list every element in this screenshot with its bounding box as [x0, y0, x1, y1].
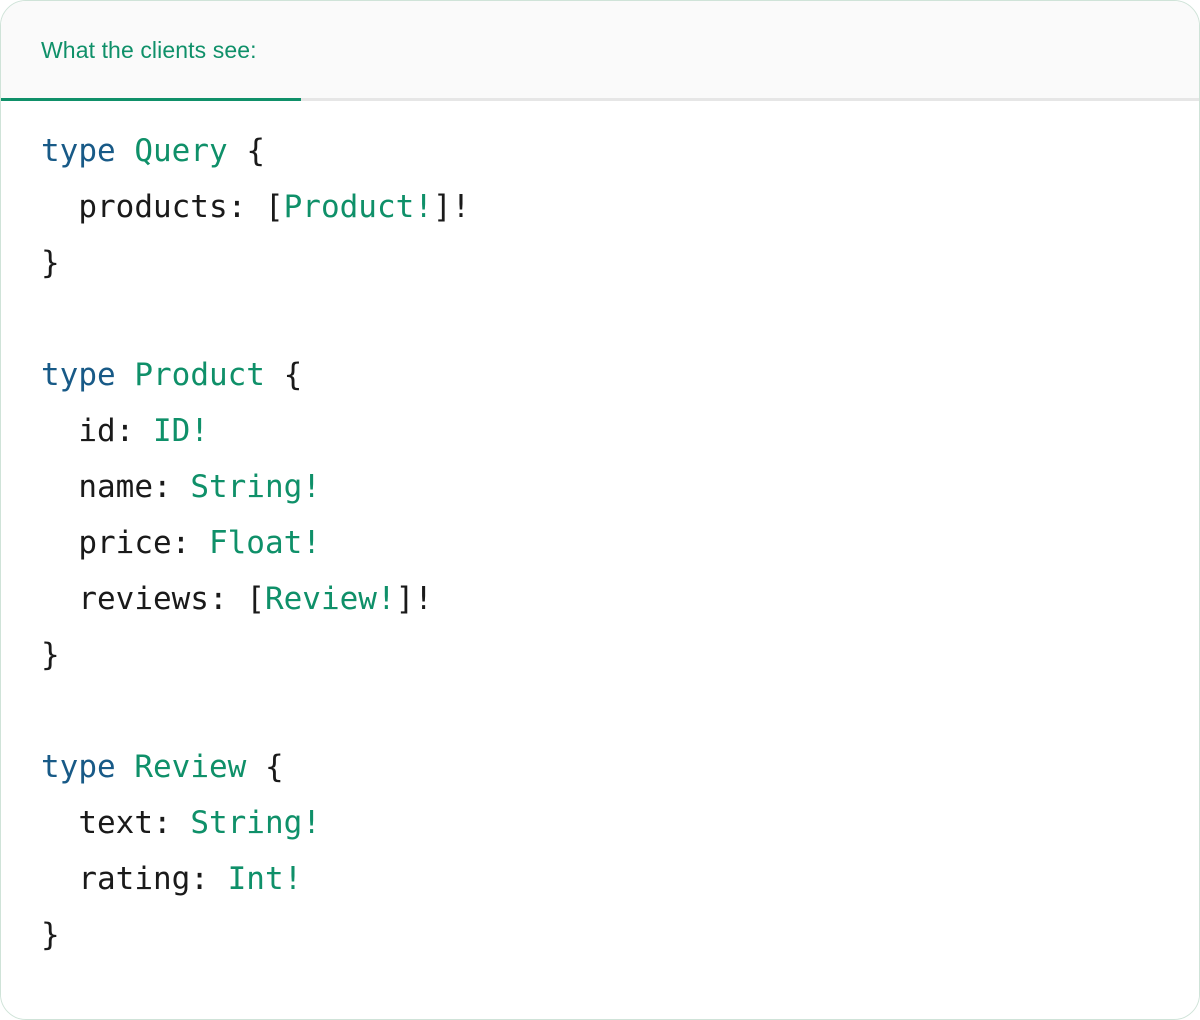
code-line: type Product { [41, 347, 1199, 403]
code-token-punct: } [41, 245, 60, 281]
code-line: reviews: [Review!]! [41, 571, 1199, 627]
code-token-punct: } [41, 637, 60, 673]
code-line [41, 291, 1199, 347]
code-token-punct: [ [246, 581, 265, 617]
code-token-type: Query [134, 133, 228, 169]
code-token-type: String! [190, 469, 321, 505]
code-token-punct [246, 749, 265, 785]
code-token-type: Review [134, 749, 247, 785]
tab-what-the-clients-see[interactable]: What the clients see: [1, 1, 301, 101]
code-token-field: rating: [41, 861, 228, 897]
code-line: text: String! [41, 795, 1199, 851]
code-token-punct: { [283, 357, 303, 393]
code-line: price: Float! [41, 515, 1199, 571]
code-line: type Review { [41, 739, 1199, 795]
code-pane: type Query { products: [Product!]!} type… [1, 101, 1199, 1018]
code-token-field: reviews: [41, 581, 247, 617]
code-token-punct: { [264, 749, 284, 785]
code-line: products: [Product!]! [41, 179, 1199, 235]
code-token-kw: type [41, 749, 116, 785]
code-token-kw: type [41, 133, 116, 169]
code-token-type: ID! [152, 413, 209, 449]
code-token-type: String! [190, 805, 321, 841]
tab-label: What the clients see: [41, 37, 257, 63]
code-line: type Query { [41, 123, 1199, 179]
code-token-type: Int! [227, 861, 303, 897]
code-token-type: Float! [208, 525, 321, 561]
code-token-punct: ]! [395, 581, 433, 617]
code-line [41, 683, 1199, 739]
code-token-punct: } [41, 917, 60, 953]
code-token-punct: { [246, 133, 265, 169]
code-token-punct: ]! [432, 189, 471, 225]
code-token-field: products: [41, 189, 265, 225]
code-token-punct [228, 133, 247, 169]
code-token-field: name: [41, 469, 191, 505]
code-token-kw: type [41, 357, 116, 393]
graphql-schema-code: type Query { products: [Product!]!} type… [1, 123, 1199, 963]
code-line: rating: Int! [41, 851, 1199, 907]
code-line: id: ID! [41, 403, 1199, 459]
code-token-field: id: [41, 413, 153, 449]
code-line: } [41, 627, 1199, 683]
code-token-field: text: [41, 805, 191, 841]
code-token-type: Review! [264, 581, 396, 617]
code-token-punct [116, 749, 135, 785]
code-line: } [41, 235, 1199, 291]
code-line: name: String! [41, 459, 1199, 515]
code-token-punct [116, 133, 135, 169]
code-token-punct: [ [264, 189, 284, 225]
code-line: } [41, 907, 1199, 963]
code-token-type: Product! [283, 189, 433, 225]
tab-bar: What the clients see: [1, 1, 1199, 101]
code-token-punct [116, 357, 135, 393]
code-token-punct [265, 357, 284, 393]
code-token-field: price: [41, 525, 209, 561]
code-token-type: Product [134, 357, 265, 393]
